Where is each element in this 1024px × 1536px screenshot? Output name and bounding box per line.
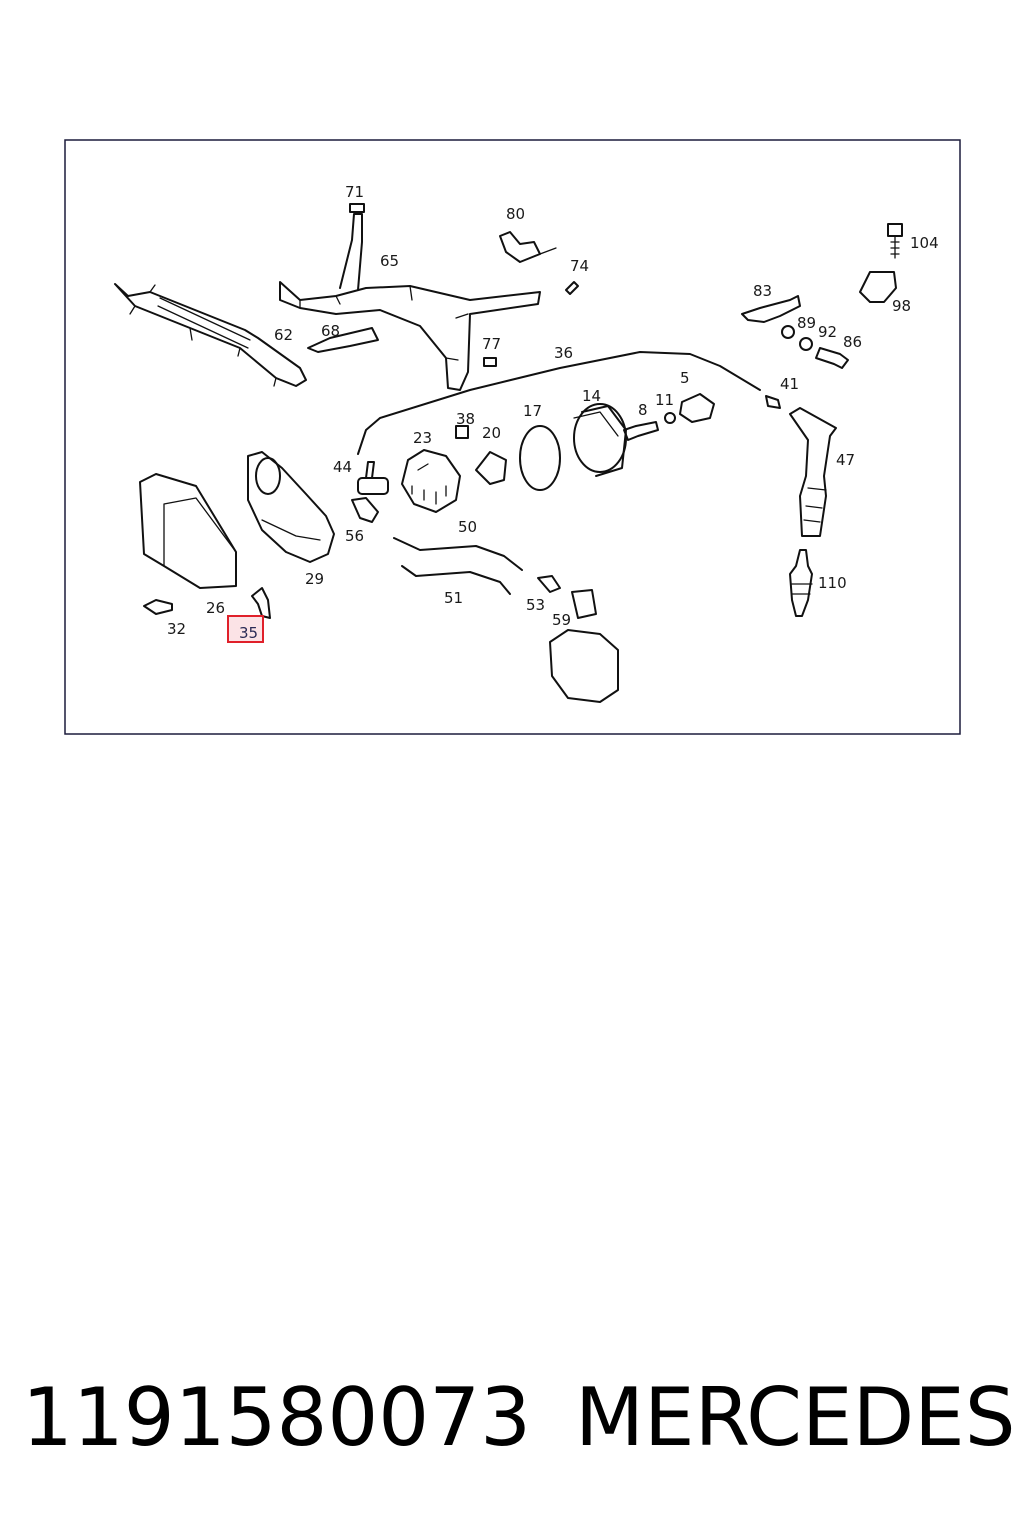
callout-14: 14	[582, 387, 601, 405]
part-68-bracket	[307, 327, 379, 353]
part-104-bolt	[887, 223, 903, 259]
callout-53: 53	[526, 596, 545, 614]
callout-110: 110	[818, 574, 847, 592]
callout-29: 29	[305, 570, 324, 588]
part-47-ignition-coil	[789, 407, 837, 537]
callout-51: 51	[444, 589, 463, 607]
part-59-connector	[571, 589, 597, 619]
callout-36: 36	[554, 344, 573, 362]
callout-8: 8	[638, 401, 648, 419]
diagram-frame	[64, 139, 961, 735]
part-44-sensor	[357, 461, 389, 495]
part-23-distributor-cap	[401, 449, 461, 513]
part-80-connector	[499, 231, 557, 263]
callout-41: 41	[780, 375, 799, 393]
callout-5: 5	[680, 369, 690, 387]
part-110-spark-plug	[789, 549, 813, 617]
part-35-clip	[251, 587, 271, 619]
callout-26: 26	[206, 599, 225, 617]
callout-89: 89	[797, 314, 816, 332]
callout-35: 35	[239, 624, 258, 642]
callout-65: 65	[380, 252, 399, 270]
callout-17: 17	[523, 402, 542, 420]
part-11-washer	[664, 412, 676, 424]
part-number: 1191580073	[22, 1371, 531, 1464]
callout-11: 11	[655, 391, 674, 409]
callout-32: 32	[167, 620, 186, 638]
part-92-washer	[799, 337, 813, 351]
part-14-housing	[573, 403, 627, 477]
callout-59: 59	[552, 611, 571, 629]
callout-86: 86	[843, 333, 862, 351]
part-59-housing	[549, 629, 619, 703]
part-50-hose	[393, 537, 523, 571]
parts-diagram: 71 80 65 74 104 62 68 77 83 98 89 92 86 …	[64, 139, 961, 735]
part-32-bolt	[143, 599, 173, 615]
part-98-bracket	[859, 271, 897, 303]
part-56-sensor	[351, 497, 379, 523]
part-65-bracket	[279, 213, 541, 391]
part-8-bolt	[623, 421, 659, 441]
callout-98: 98	[892, 297, 911, 315]
callout-104: 104	[910, 234, 939, 252]
callout-83: 83	[753, 282, 772, 300]
callout-74: 74	[570, 257, 589, 275]
part-20-bracket	[475, 451, 507, 485]
part-17-o-ring	[519, 425, 561, 491]
callout-68: 68	[321, 322, 340, 340]
callout-56: 56	[345, 527, 364, 545]
part-71-clip	[349, 203, 365, 213]
callout-77: 77	[482, 335, 501, 353]
part-86-bolt	[815, 347, 849, 369]
part-26-shroud	[139, 473, 237, 589]
callout-80: 80	[506, 205, 525, 223]
part-36-hose	[357, 351, 761, 455]
caption: 1191580073 MERCEDES	[22, 1368, 1016, 1468]
callout-50: 50	[458, 518, 477, 536]
highlight-box-35	[227, 615, 264, 643]
part-89-washer	[781, 325, 795, 339]
callout-23: 23	[413, 429, 432, 447]
part-5-flange	[679, 393, 715, 423]
callout-20: 20	[482, 424, 501, 442]
part-77-clip	[483, 357, 497, 367]
part-41-connector	[765, 395, 781, 409]
callout-71: 71	[345, 183, 364, 201]
callout-labels: 71 80 65 74 104 62 68 77 83 98 89 92 86 …	[167, 183, 939, 642]
part-62-rail	[114, 283, 307, 387]
callout-92: 92	[818, 323, 837, 341]
part-29-cover	[247, 451, 335, 563]
part-51-hose	[401, 565, 511, 595]
brand-name: MERCEDES	[575, 1371, 1016, 1464]
part-53-fitting	[537, 575, 561, 593]
part-74-clip	[565, 281, 579, 295]
part-83-clamp	[741, 295, 801, 323]
callout-38: 38	[456, 410, 475, 428]
part-38-nut	[455, 425, 469, 439]
callout-62: 62	[274, 326, 293, 344]
callout-47: 47	[836, 451, 855, 469]
callout-44: 44	[333, 458, 352, 476]
